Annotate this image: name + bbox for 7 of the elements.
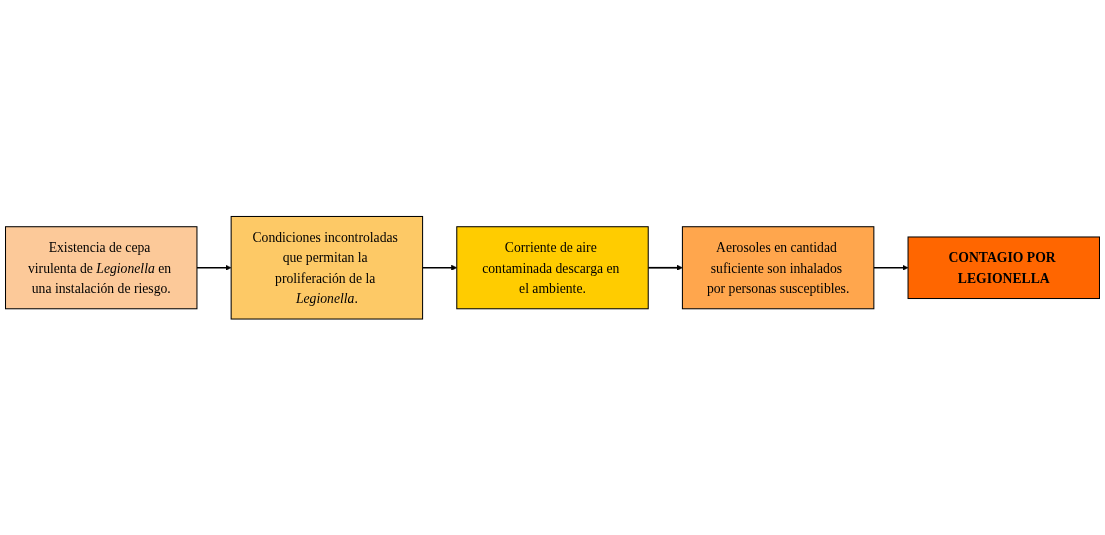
node-box: Corriente de aire contaminada descarga en el ambiente. [456, 225, 649, 310]
node-box: Existencia de cepa virulenta de Legionella en una instalación de riesgo. [5, 225, 198, 310]
arrow [196, 264, 232, 271]
node-box: CONTAGIO POR LEGIONELLA [907, 236, 1100, 299]
node-box: Aerosoles en cantidad suficiente son inhalados por personas susceptibles. [681, 225, 875, 310]
node-box: Condiciones incontroladas que permitan la proliferación de la Legionella. [230, 215, 424, 320]
arrow [873, 264, 909, 271]
